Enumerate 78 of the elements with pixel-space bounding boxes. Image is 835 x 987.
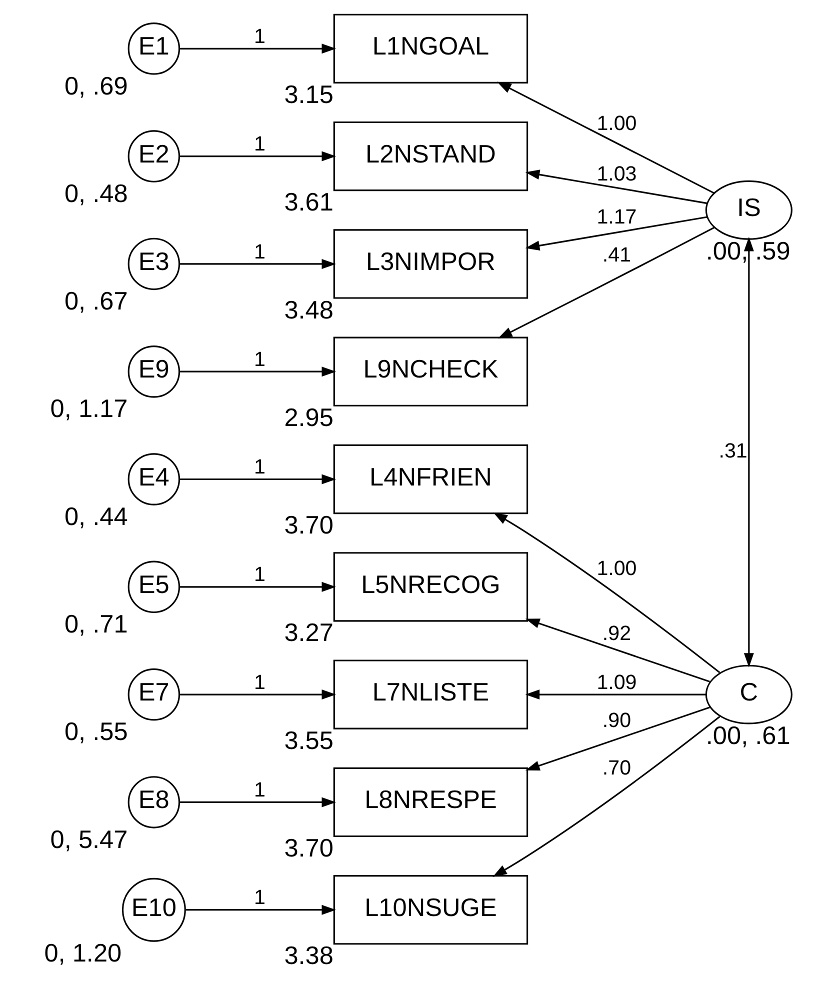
arrow xyxy=(525,618,710,682)
edge-label: 1 xyxy=(254,778,266,802)
node-circle: E1 xyxy=(128,22,180,75)
arrow xyxy=(186,904,336,915)
node-box: L2NSTAND xyxy=(333,121,528,192)
arrow xyxy=(496,82,714,194)
node-label: .00, .59 xyxy=(706,237,790,266)
edge-label: 1.09 xyxy=(596,670,637,694)
arrow xyxy=(179,474,336,484)
edge-label: .70 xyxy=(602,756,632,780)
node-label: 3.27 xyxy=(284,619,334,648)
arrow xyxy=(179,151,336,162)
edge-label: 1 xyxy=(254,886,266,910)
node-circle: E4 xyxy=(128,453,180,506)
node-circle: E3 xyxy=(128,238,180,290)
node-label: 3.61 xyxy=(284,188,334,217)
node-label: .00, .61 xyxy=(706,722,790,750)
node-label: 3.15 xyxy=(284,80,334,109)
node-label: 0, .71 xyxy=(64,610,128,638)
edge-label: 1 xyxy=(254,456,266,479)
node-label: 0, 1.17 xyxy=(50,395,128,424)
arrow xyxy=(179,44,336,54)
edge-label: 1 xyxy=(254,563,266,586)
node-circle: E9 xyxy=(128,345,180,398)
node-circle: E2 xyxy=(128,130,180,182)
node-ellipse: C xyxy=(705,664,792,724)
arrow xyxy=(492,716,720,877)
node-box: L8NRESPE xyxy=(333,767,528,838)
arrow xyxy=(179,797,336,808)
node-box: L1NGOAL xyxy=(333,14,528,84)
node-circle: E10 xyxy=(122,878,186,942)
node-ellipse: IS xyxy=(705,180,792,240)
edge-label: 1 xyxy=(254,348,266,371)
node-label: 3.55 xyxy=(284,726,334,755)
edge-label: .92 xyxy=(602,622,632,645)
node-label: 0, .44 xyxy=(64,502,128,531)
edge-label: 1.17 xyxy=(596,205,637,228)
edge-label: .41 xyxy=(602,243,632,266)
edge-label: 1 xyxy=(254,132,266,156)
arrow xyxy=(744,236,754,668)
node-circle: E5 xyxy=(128,560,180,614)
edge-label: 1.00 xyxy=(596,556,637,580)
arrow xyxy=(179,258,336,269)
node-box: L3NIMPOR xyxy=(333,229,528,299)
node-box: L9NCHECK xyxy=(333,336,528,406)
arrow xyxy=(525,170,708,204)
node-label: 3.38 xyxy=(284,942,334,970)
node-label: 3.70 xyxy=(284,512,334,540)
edge-label: 1.03 xyxy=(596,162,637,186)
edge-label: 1 xyxy=(254,24,266,48)
arrow xyxy=(525,216,708,251)
arrow xyxy=(493,512,720,674)
edge-label: 1.00 xyxy=(596,112,637,136)
edge-label: .31 xyxy=(718,440,748,463)
edge-label: 1 xyxy=(254,240,266,264)
node-label: 3.48 xyxy=(284,296,334,324)
arrow xyxy=(179,690,336,700)
arrow xyxy=(525,706,710,770)
arrow xyxy=(498,226,715,339)
node-box: L7NLISTE xyxy=(333,660,528,730)
node-label: 0, .48 xyxy=(64,180,128,208)
node-label: 0, .69 xyxy=(64,72,128,100)
edge-label: .90 xyxy=(602,708,632,732)
node-box: L5NRECOG xyxy=(333,552,528,622)
arrow xyxy=(179,366,336,377)
node-box: L10NSUGE xyxy=(333,875,528,945)
node-circle: E7 xyxy=(128,668,180,721)
node-label: 2.95 xyxy=(284,404,334,432)
node-label: 3.70 xyxy=(284,834,334,862)
arrow xyxy=(179,582,336,592)
node-circle: E8 xyxy=(128,776,180,828)
node-label: 0, 1.20 xyxy=(44,940,122,968)
edge-label: 1 xyxy=(254,670,266,694)
node-box: L4NFRIEN xyxy=(333,444,528,514)
arrow xyxy=(525,690,706,700)
node-label: 0, .55 xyxy=(64,718,128,746)
node-label: 0, .67 xyxy=(64,288,128,316)
node-label: 0, 5.47 xyxy=(50,826,128,854)
